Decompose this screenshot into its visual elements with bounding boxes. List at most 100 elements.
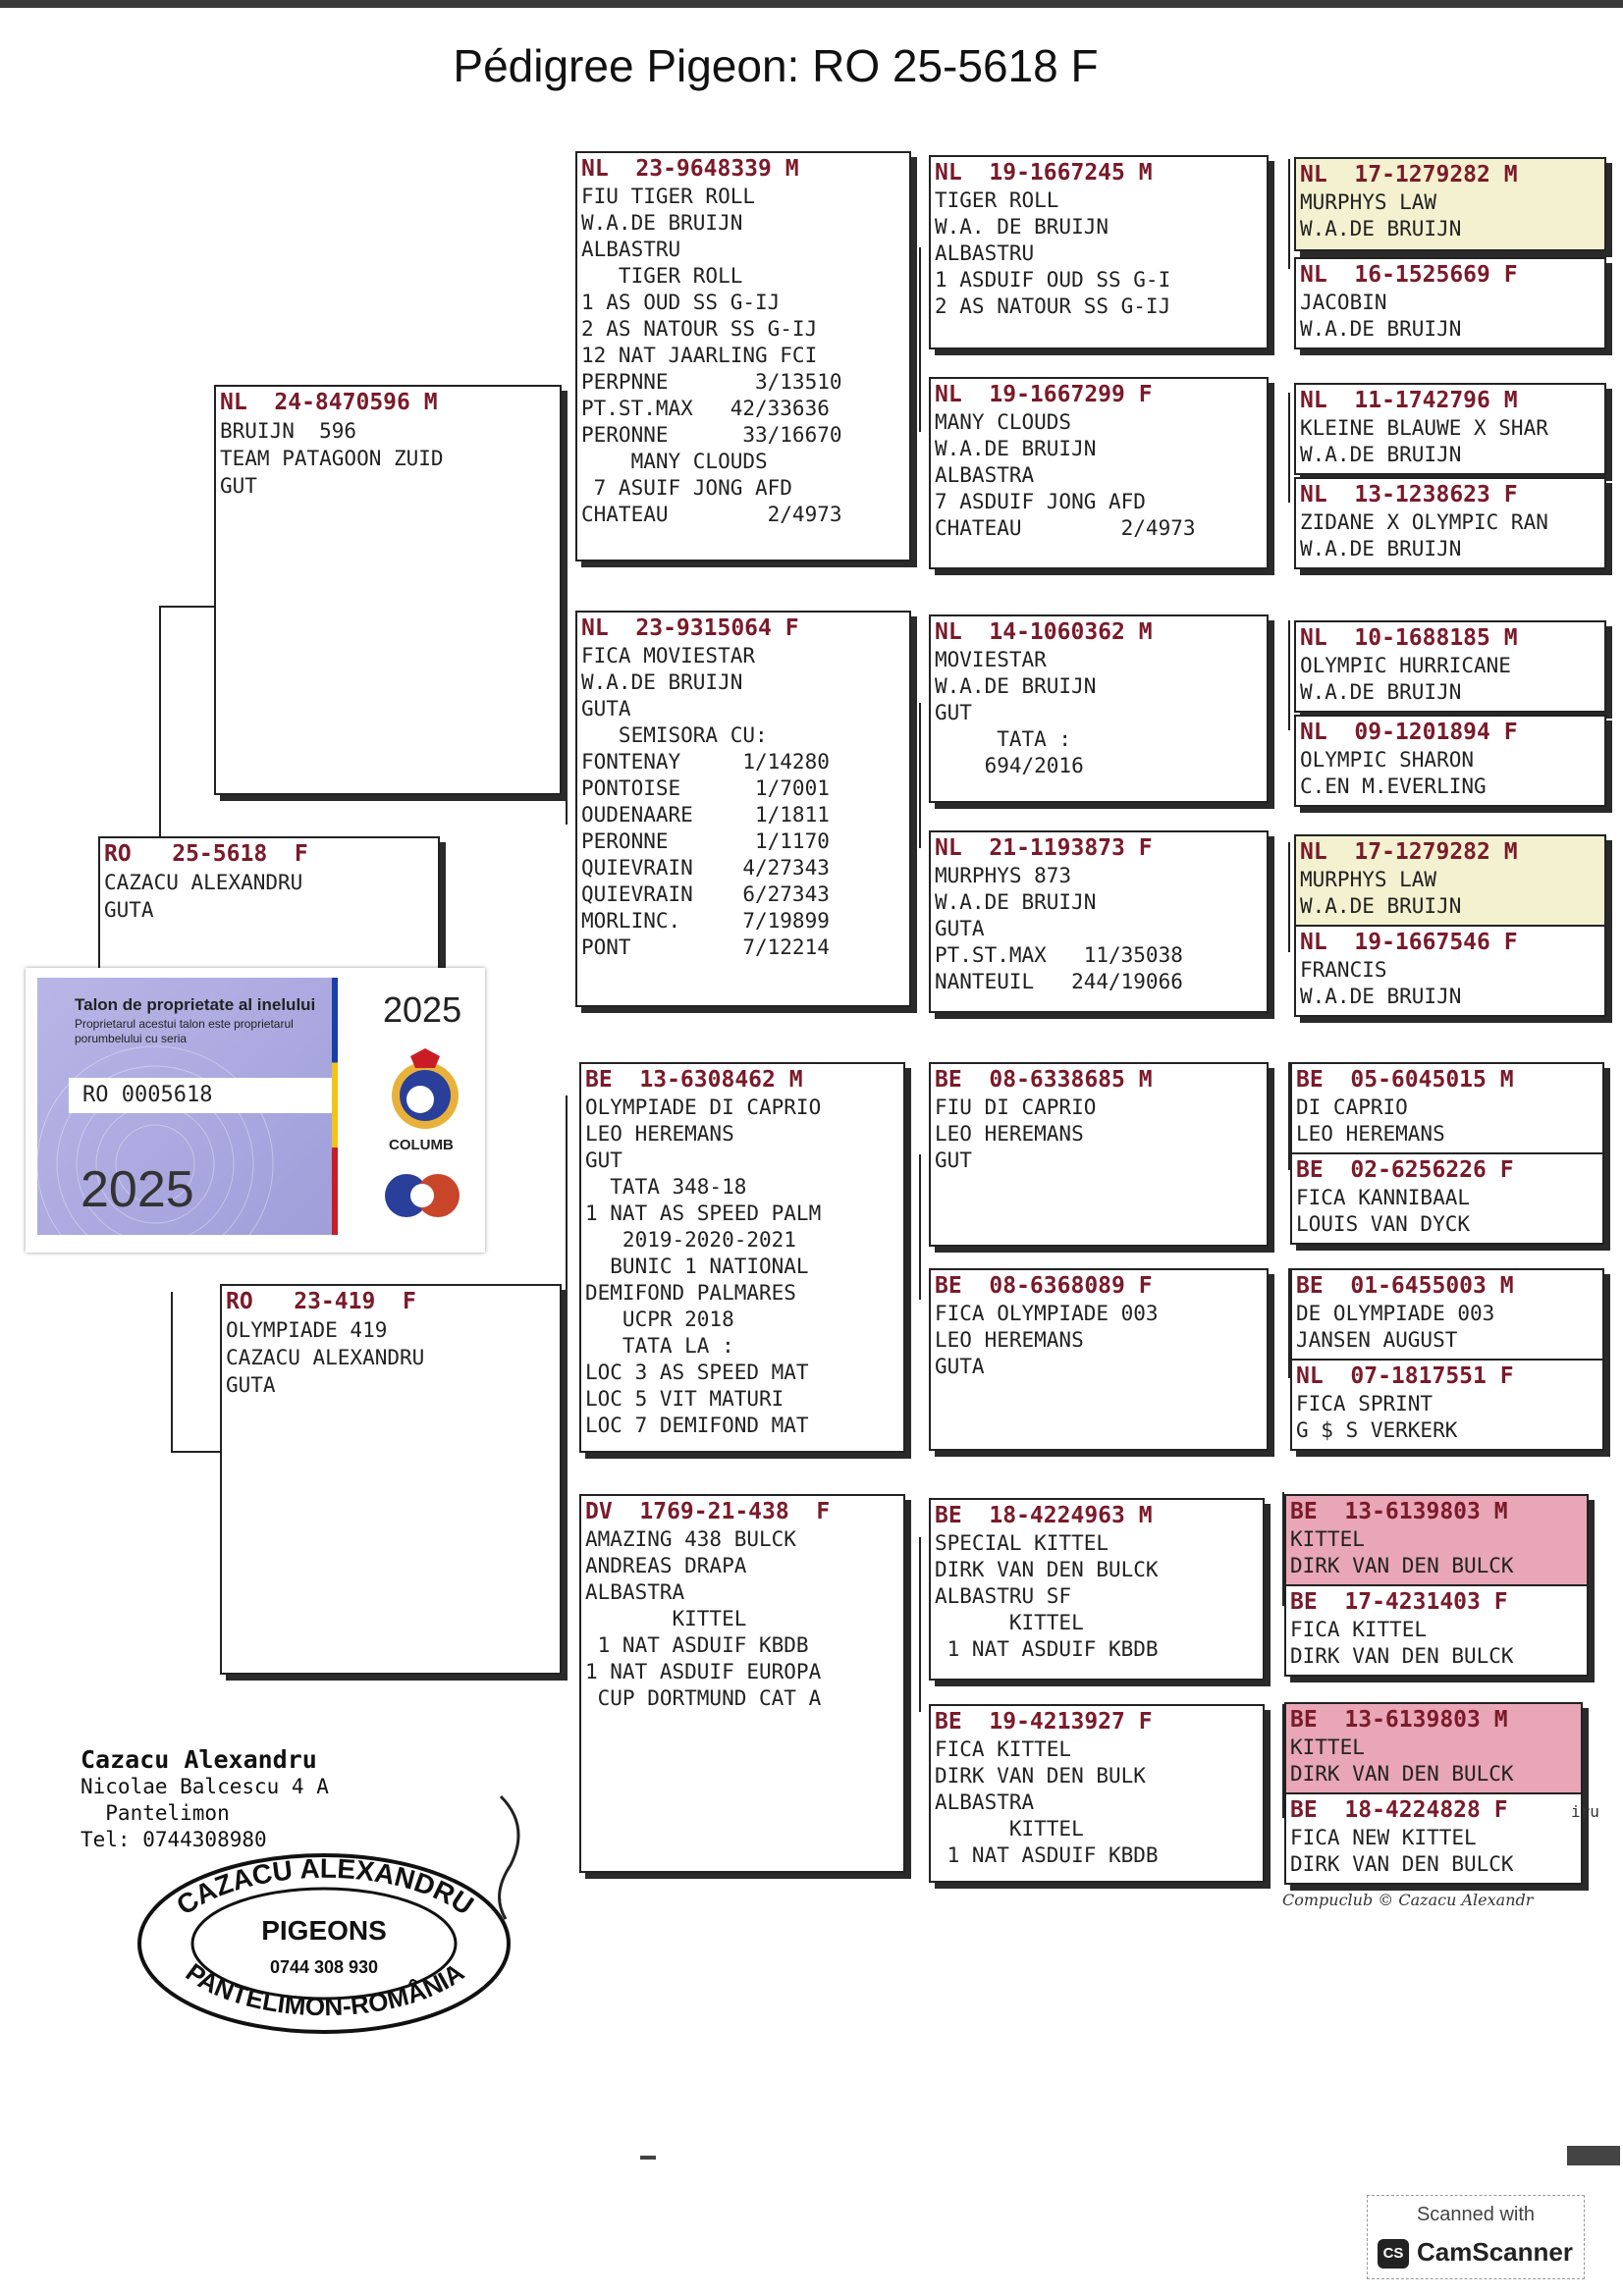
pedigree-line: 1 NAT AS SPEED PALM — [585, 1201, 822, 1225]
gen4-card: BE 05-6045015 M DI CAPRIO LEO HEREMANS — [1290, 1062, 1604, 1154]
pedigree-line: DI CAPRIO — [1296, 1095, 1408, 1119]
ring-number: RO 23-419 F — [226, 1289, 416, 1314]
ring-number: NL 19-1667245 M — [935, 160, 1153, 186]
pedigree-line: FONTENAY 1/14280 — [581, 750, 830, 774]
cut-text: iru — [1571, 1802, 1599, 1821]
gen4-card: NL 09-1201894 F OLYMPIC SHARON C.EN M.EV… — [1294, 715, 1606, 807]
owner-city: Pantelimon — [81, 1801, 230, 1825]
breeder: TEAM PATAGOON ZUID — [220, 447, 444, 470]
grandsire-paternal-card: NL 23-9648339 M FIU TIGER ROLL W.A.DE BR… — [575, 151, 911, 561]
pedigree-line: PT.ST.MAX 11/35038 — [935, 943, 1183, 967]
pedigree-line: QUIEVRAIN 6/27343 — [581, 882, 830, 906]
connector-line — [1282, 1704, 1284, 1818]
pedigree-line: ANDREAS DRAPA — [585, 1554, 747, 1577]
pedigree-line: W.A.DE BRUIJN — [935, 890, 1097, 914]
pedigree-line: GUTA — [935, 1355, 985, 1378]
talon-year-small: 2025 — [383, 989, 462, 1030]
handwritten-signature — [498, 1794, 520, 1920]
talon-title: Talon de proprietate al inelului — [75, 995, 316, 1014]
ring-number: NL 17-1279282 M — [1300, 839, 1518, 865]
connector-line — [159, 606, 161, 837]
pedigree-line: W.A.DE BRUIJN — [935, 437, 1097, 460]
pedigree-line: KITTEL — [585, 1607, 747, 1630]
stamp-phone: 0744 308 930 — [270, 1957, 378, 1977]
pedigree-line: FRANCIS — [1300, 958, 1387, 982]
gen3-card: BE 08-6368089 F FICA OLYMPIADE 003 LEO H… — [929, 1268, 1269, 1451]
sire-card: NL 24-8470596 M BRUIJN 596 TEAM PATAGOON… — [214, 385, 562, 795]
pedigree-line: LOC 3 AS SPEED MAT — [585, 1361, 809, 1384]
pedigree-line: FICA KITTEL — [1290, 1618, 1428, 1641]
pedigree-line: FIU TIGER ROLL — [581, 185, 756, 208]
gen4-card: NL 10-1688185 M OLYMPIC HURRICANE W.A.DE… — [1294, 620, 1606, 713]
connector-line — [171, 1292, 173, 1451]
subject-card: RO 25-5618 F CAZACU ALEXANDRU GUTA — [98, 836, 440, 974]
gen3-card: BE 18-4224963 M SPECIAL KITTEL DIRK VAN … — [929, 1498, 1265, 1681]
scan-mark — [640, 2156, 656, 2160]
pedigree-line: QUIEVRAIN 4/27343 — [581, 856, 830, 880]
pedigree-line: 694/2016 — [935, 754, 1084, 777]
ring-number: NL 10-1688185 M — [1300, 625, 1518, 651]
pedigree-line: FICA KANNIBAAL — [1296, 1186, 1471, 1209]
top-edge — [0, 0, 1623, 8]
pedigree-line: OLYMPIADE DI CAPRIO — [585, 1095, 822, 1119]
owner-contact: Cazacu Alexandru Nicolae Balcescu 4 A Pa… — [81, 1745, 329, 1853]
pedigree-line: LOUIS VAN DYCK — [1296, 1212, 1471, 1236]
pedigree-line: PT.ST.MAX 42/33636 — [581, 397, 830, 420]
pedigree-line: C.EN M.EVERLING — [1300, 774, 1487, 798]
camscanner-watermark: Scanned with CS CamScanner — [1367, 2195, 1585, 2279]
pigeon-name: BRUIJN 596 — [220, 419, 357, 443]
pedigree-line: DIRK VAN DEN BULCK — [1290, 1852, 1514, 1876]
pedigree-line: W.A.DE BRUIJN — [1300, 317, 1462, 341]
gen3-card: BE 08-6338685 M FIU DI CAPRIO LEO HEREMA… — [929, 1062, 1269, 1247]
pedigree-line: FIU DI CAPRIO — [935, 1095, 1097, 1119]
dam-card: RO 23-419 F OLYMPIADE 419 CAZACU ALEXAND… — [220, 1284, 562, 1675]
pedigree-line: FICA KITTEL — [935, 1737, 1072, 1761]
pedigree-line: 2 AS NATOUR SS G-IJ — [935, 294, 1171, 318]
pedigree-line: JACOBIN — [1300, 291, 1387, 314]
pedigree-line: 1 NAT ASDUIF KBDB — [585, 1633, 809, 1657]
pedigree-line: KITTEL — [1290, 1527, 1365, 1551]
pedigree-line: W.A.DE BRUIJN — [1300, 537, 1462, 561]
pedigree-line: TIGER ROLL — [581, 264, 743, 288]
ring-number: BE 13-6139803 M — [1290, 1707, 1508, 1733]
pedigree-line: MURPHYS 873 — [935, 864, 1072, 887]
pedigree-line: ALBASTRU — [935, 241, 1035, 265]
granddam-paternal-card: NL 23-9315064 F FICA MOVIESTAR W.A.DE BR… — [575, 611, 911, 1007]
owner-address: Nicolae Balcescu 4 A — [81, 1775, 329, 1798]
pedigree-line: 12 NAT JAARLING FCI — [581, 344, 818, 367]
ring-number: BE 18-4224828 F — [1290, 1797, 1508, 1823]
pedigree-line: G $ S VERKERK — [1296, 1418, 1458, 1442]
ownership-talon: Talon de proprietate al inelului Proprie… — [26, 968, 485, 1253]
ring-number: NL 17-1279282 M — [1300, 162, 1518, 187]
talon-subtitle: Proprietarul acestui talon este propriet… — [75, 1017, 294, 1045]
pedigree-line: W.A.DE BRUIJN — [581, 211, 743, 235]
pedigree-line: 7 ASDUIF JONG AFD — [935, 490, 1146, 513]
ring-number: NL 13-1238623 F — [1300, 482, 1518, 507]
pedigree-line: ALBASTRA — [935, 463, 1035, 487]
pedigree-line: 1 AS OUD SS G-IJ — [581, 291, 781, 314]
pedigree-line: 1 NAT ASDUIF EUROPA — [585, 1660, 822, 1683]
pedigree-line: PERONNE 33/16670 — [581, 423, 842, 447]
pedigree-line: 1 NAT ASDUIF KBDB — [935, 1843, 1159, 1867]
ring-number: NL 07-1817551 F — [1296, 1363, 1514, 1389]
connector-line — [919, 1154, 921, 1300]
pedigree-line: ALBASTRA — [585, 1580, 685, 1604]
pedigree-line: MURPHYS LAW — [1300, 190, 1437, 214]
ring-number: NL 19-1667546 F — [1300, 930, 1518, 955]
pedigree-line: TATA 348-18 — [585, 1175, 747, 1199]
pedigree-line: W.A.DE BRUIJN — [1300, 894, 1462, 918]
pedigree-line: FICA MOVIESTAR — [581, 644, 756, 667]
columb-label: COLUMB — [389, 1137, 454, 1153]
pedigree-line: DIRK VAN DEN BULK — [935, 1764, 1146, 1788]
pedigree-line: CHATEAU 2/4973 — [935, 516, 1196, 540]
pedigree-line: LEO HEREMANS — [1296, 1122, 1445, 1146]
pigeon-color: GUTA — [104, 898, 154, 922]
ring-number: NL 16-1525669 F — [1300, 262, 1518, 288]
talon-year: 2025 — [81, 1161, 194, 1218]
grandsire-maternal-card: BE 13-6308462 M OLYMPIADE DI CAPRIO LEO … — [579, 1062, 905, 1453]
pigeon-name: OLYMPIADE 419 — [226, 1318, 388, 1342]
pedigree-line: OLYMPIC HURRICANE — [1300, 654, 1511, 677]
camscanner-icon: CS — [1378, 2239, 1409, 2269]
ring-number: BE 05-6045015 M — [1296, 1067, 1514, 1093]
gen4-card: NL 17-1279282 M MURPHYS LAW W.A.DE BRUIJ… — [1294, 834, 1606, 927]
